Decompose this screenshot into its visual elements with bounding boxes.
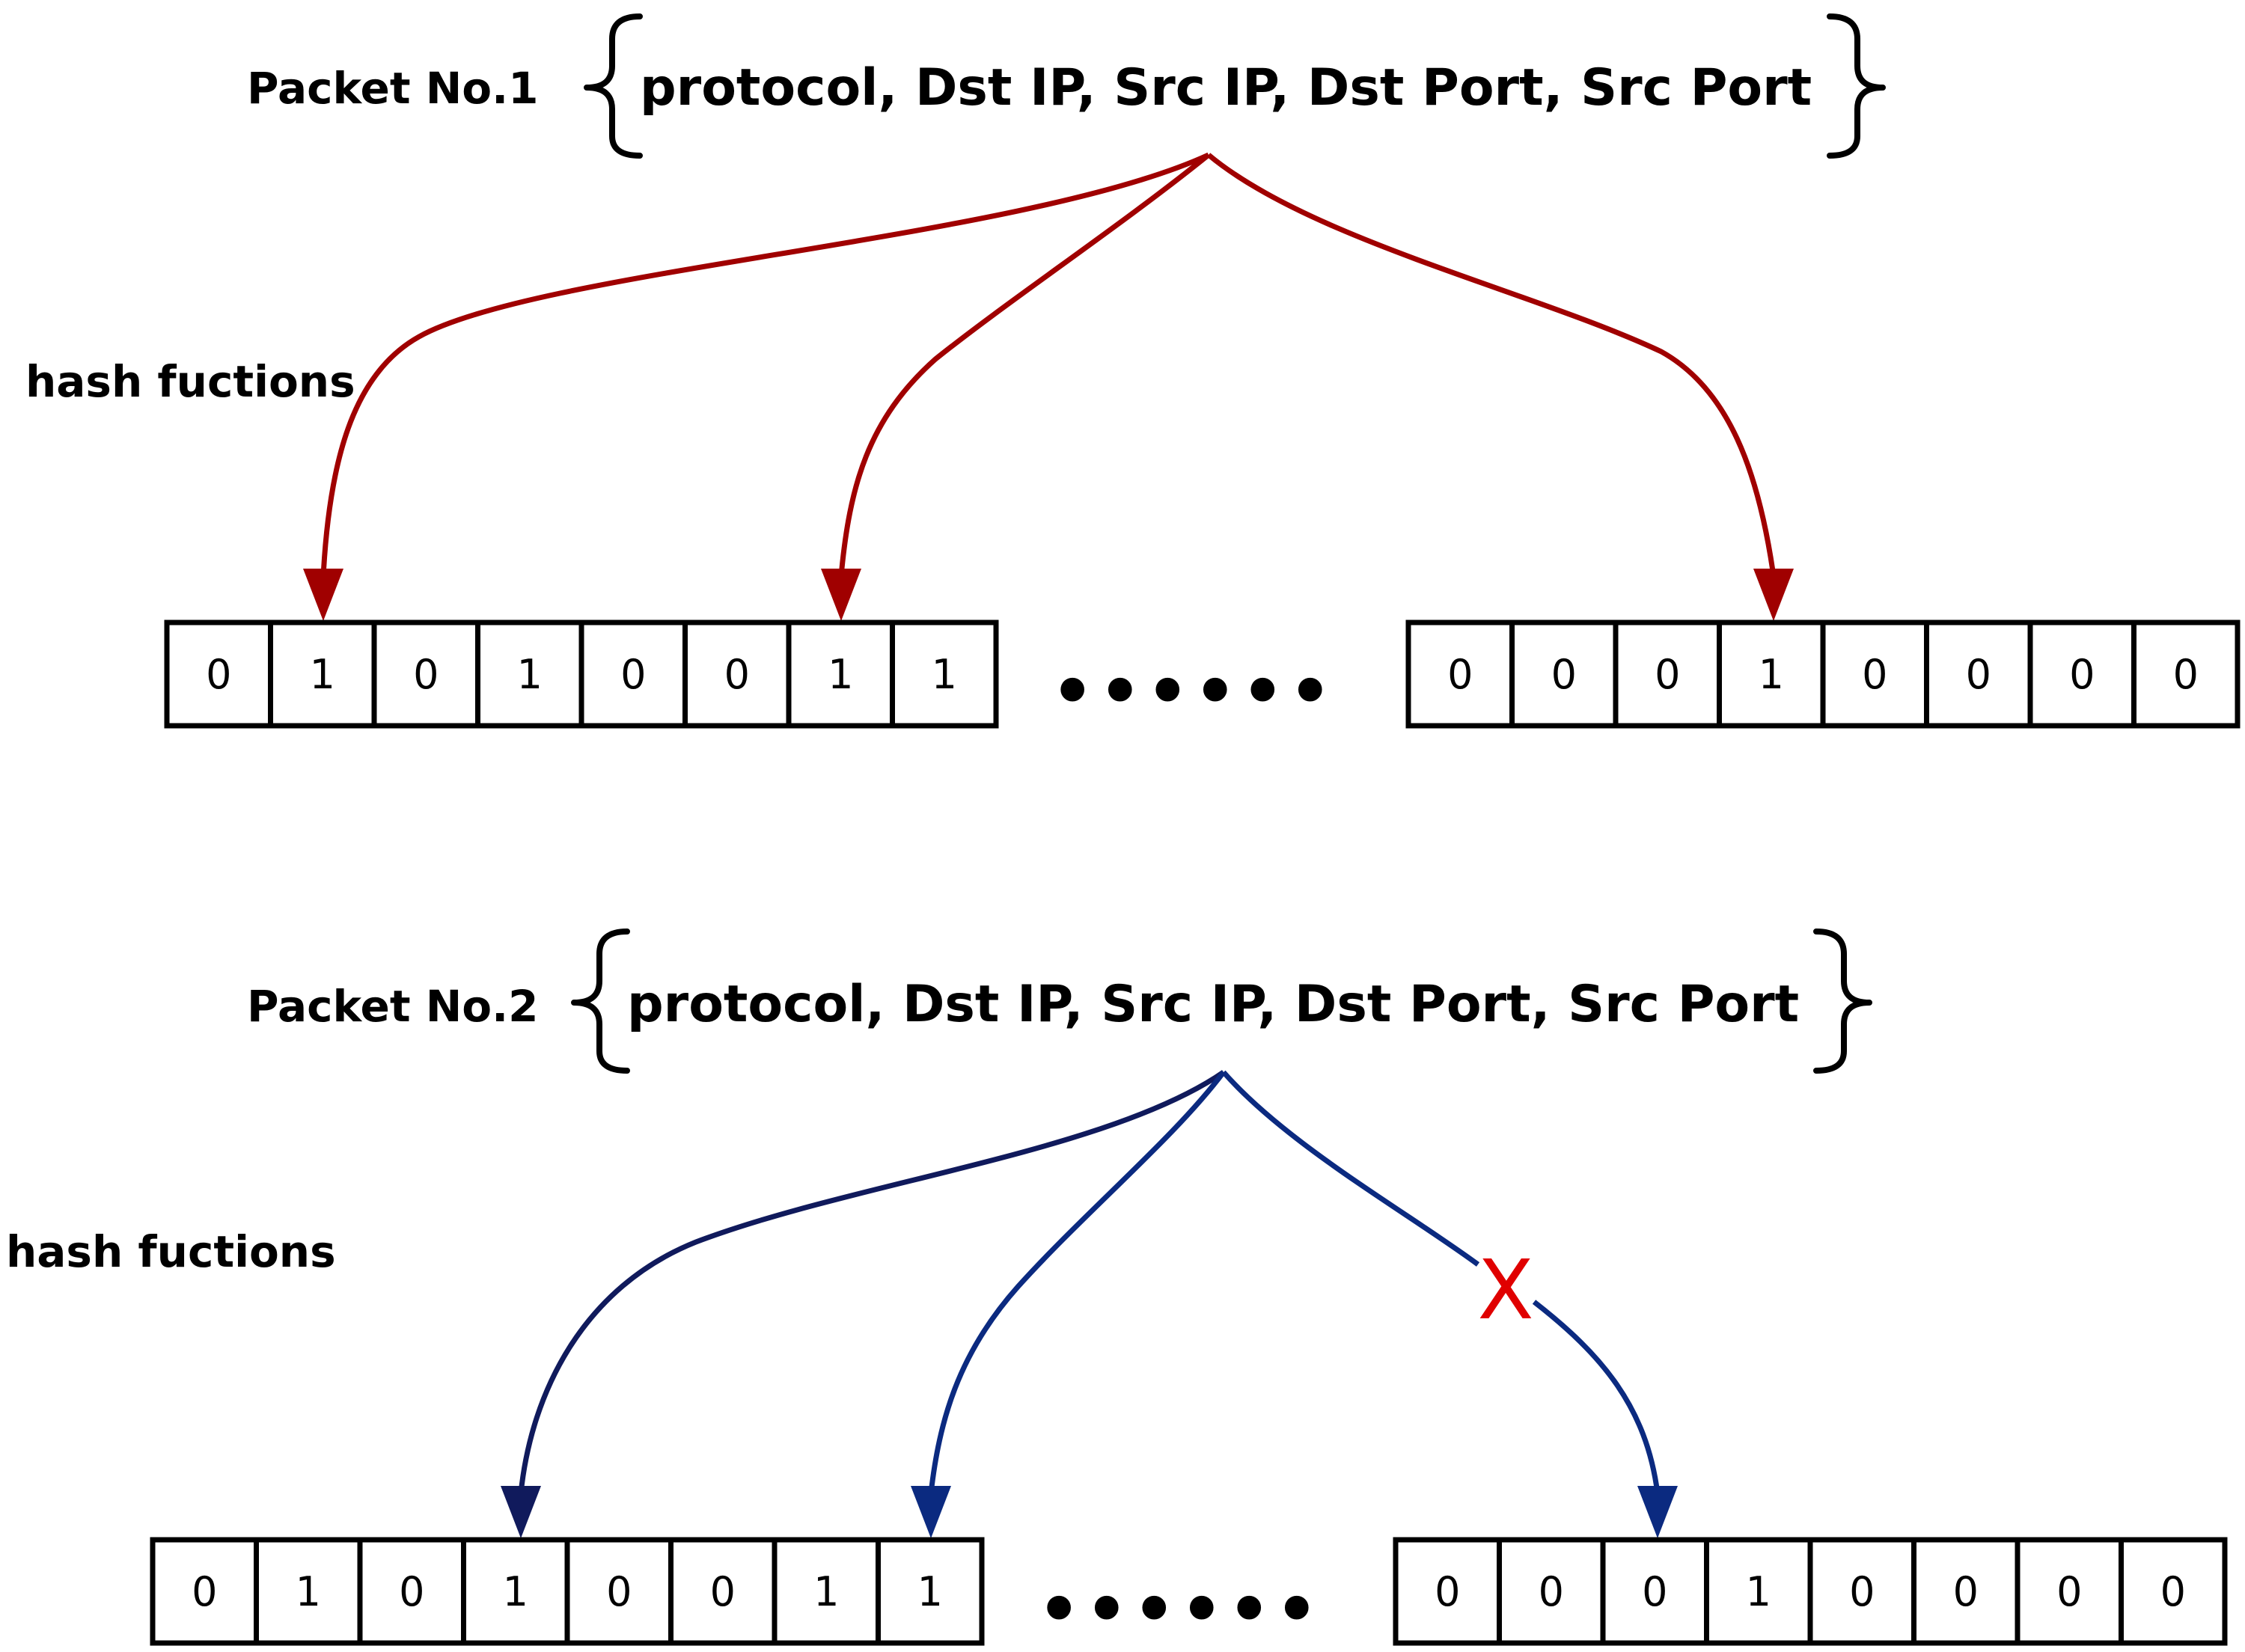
- packet-1-right-bit-value: 0: [2069, 651, 2095, 698]
- packet-1-left-bit-value: 1: [932, 651, 957, 698]
- packet-2-left-bit-value: 0: [710, 1568, 736, 1615]
- packet-1-group: Packet No.1 protocol, Dst IP, Src IP, Ds…: [25, 13, 2241, 731]
- packet-2-left-bit-value: 1: [503, 1568, 528, 1615]
- packet-1-left-cell: [786, 620, 895, 729]
- packet-1-arrow-1: [320, 152, 1210, 577]
- packet-2-left-bit-value: 0: [606, 1568, 632, 1615]
- packet-1-left-bit-value: 1: [517, 651, 543, 698]
- packet-2-right-bit-value: 0: [1642, 1568, 1667, 1615]
- packet-1-right-bit-array: 0 0 0 1 0 0 0 0: [1405, 620, 2241, 729]
- packet-2-right-bit-value: 0: [1539, 1568, 1564, 1615]
- packet-2-right-bit-value: 0: [2160, 1568, 2186, 1615]
- packet-2-arrow-3-lower: [1532, 1300, 1661, 1494]
- packet-2-arrowhead-2: [911, 1486, 951, 1538]
- packet-2-left-bit-value: 1: [813, 1568, 839, 1615]
- packet-1-fields: protocol, Dst IP, Src IP, Dst Port, Src …: [640, 58, 1812, 117]
- packet-1-right-brace: [1827, 13, 1886, 159]
- packet-1-right-bit-value: 1: [1759, 651, 1784, 698]
- packet-2-right-brace: [1813, 929, 1872, 1074]
- packet-2-left-cell: [150, 1537, 259, 1646]
- packet-2-right-bit-value: 0: [1435, 1568, 1460, 1615]
- packet-1-arrow-2: [838, 153, 1211, 577]
- packet-1-arrow-3: [1206, 153, 1777, 577]
- packet-1-left-cell: [164, 620, 273, 729]
- packet-2-right-bit-value: 0: [2056, 1568, 2082, 1615]
- packet-1-left-cell: [371, 620, 480, 729]
- packet-2-left-bit-value: 0: [399, 1568, 424, 1615]
- packet-2-left-cell: [564, 1537, 674, 1646]
- packet-2-left-bit-array: 0 1 0 1 0 0 1 1: [150, 1537, 985, 1646]
- packet-1-left-bit-value: 0: [206, 651, 231, 698]
- packet-1-right-bit-value: 0: [1655, 651, 1680, 698]
- packet-1-left-cell: [268, 620, 377, 729]
- packet-2-right-cell: [1807, 1537, 1916, 1646]
- packet-2-ellipsis: ••••••: [1037, 1570, 1322, 1649]
- packet-2-left-cell: [772, 1537, 881, 1646]
- packet-2-left-cell: [461, 1537, 570, 1646]
- packet-2-left-bit-value: 1: [296, 1568, 321, 1615]
- packet-1-left-bit-value: 1: [828, 651, 853, 698]
- packet-1-right-bit-value: 0: [1862, 651, 1887, 698]
- packet-2-left-cell: [357, 1537, 466, 1646]
- packet-2-hash-label: hash fuctions: [6, 1226, 336, 1277]
- packet-1-left-bit-value: 0: [413, 651, 439, 698]
- packet-2-right-cell: [1911, 1537, 2020, 1646]
- packet-1-arrowhead-1: [303, 569, 343, 621]
- packet-1-right-cell: [1820, 620, 1929, 729]
- packet-2-fields: protocol, Dst IP, Src IP, Dst Port, Src …: [627, 975, 1799, 1034]
- packet-1-left-cell: [578, 620, 688, 729]
- blocked-cross-mark: X: [1477, 1242, 1533, 1338]
- packet-1-right-cell: [1717, 620, 1826, 729]
- packet-1-hash-arrows: [303, 152, 1794, 621]
- packet-2-right-bit-value: 0: [1953, 1568, 1979, 1615]
- packet-1-right-bit-value: 0: [2173, 651, 2199, 698]
- packet-1-right-cell: [2131, 620, 2241, 729]
- packet-1-ellipsis: ••••••: [1051, 652, 1336, 731]
- packet-2-left-bit-value: 0: [192, 1568, 217, 1615]
- packet-1-right-cell: [1509, 620, 1619, 729]
- packet-1-left-bit-value: 1: [310, 651, 335, 698]
- packet-1-left-brace: [584, 13, 643, 159]
- packet-1-left-bit-array: 0 1 0 1 0 0 1 1: [164, 620, 999, 729]
- packet-2-left-bit-value: 1: [917, 1568, 943, 1615]
- packet-2-right-bit-value: 1: [1746, 1568, 1771, 1615]
- packet-2-arrowhead-3: [1637, 1486, 1678, 1538]
- packet-1-arrowhead-3: [1753, 569, 1794, 621]
- packet-2-right-cell: [1704, 1537, 1813, 1646]
- packet-2-right-cell: [2119, 1537, 2228, 1646]
- packet-2-arrow-3-upper: [1221, 1070, 1480, 1267]
- packet-1-label: Packet No.1: [247, 63, 539, 114]
- packet-2-left-brace: [571, 929, 630, 1074]
- packet-1-right-bit-value: 0: [1551, 651, 1577, 698]
- packet-1-left-bit-value: 0: [620, 651, 646, 698]
- packet-2-label: Packet No.2: [247, 981, 539, 1032]
- packet-2-group: Packet No.2 protocol, Dst IP, Src IP, Ds…: [6, 929, 2228, 1649]
- packet-2-arrow-1: [518, 1070, 1225, 1494]
- packet-2-arrow-2: [928, 1070, 1226, 1494]
- packet-2-left-cell: [876, 1537, 985, 1646]
- packet-1-arrowhead-2: [821, 569, 861, 621]
- packet-1-left-bit-value: 0: [724, 651, 750, 698]
- packet-2-right-cell: [1497, 1537, 1606, 1646]
- packet-1-left-cell: [890, 620, 999, 729]
- packet-2-arrowhead-1: [501, 1486, 541, 1538]
- packet-2-right-bit-value: 0: [1849, 1568, 1875, 1615]
- packet-2-left-cell: [254, 1537, 363, 1646]
- packet-2-right-bit-array: 0 0 0 1 0 0 0 0: [1393, 1537, 2228, 1646]
- packet-1-hash-label: hash fuctions: [25, 356, 355, 407]
- packet-1-right-bit-value: 0: [1966, 651, 1991, 698]
- packet-1-right-cell: [1405, 620, 1515, 729]
- packet-2-hash-arrows: X: [501, 1070, 1678, 1538]
- packet-1-right-bit-value: 0: [1447, 651, 1473, 698]
